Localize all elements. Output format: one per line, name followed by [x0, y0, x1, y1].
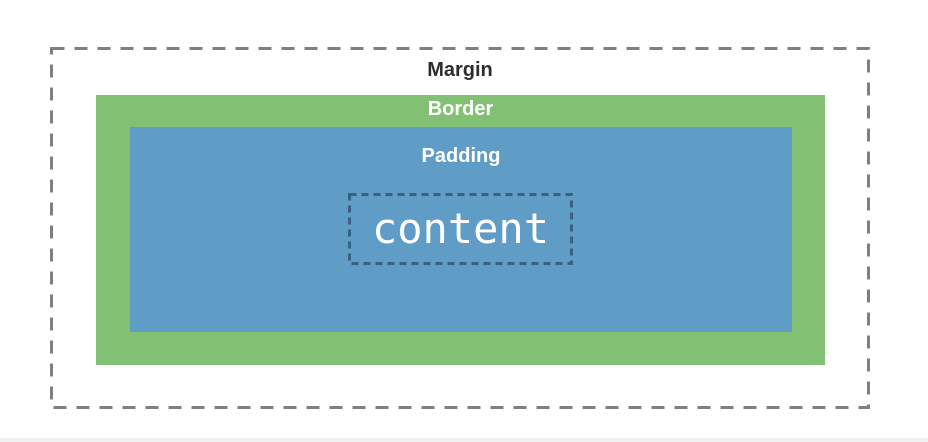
bottom-edge-strip	[0, 438, 928, 442]
margin-box-outline	[50, 47, 870, 409]
content-label: content	[371, 204, 549, 253]
padding-box: Padding content	[130, 127, 792, 332]
content-box: content	[348, 193, 573, 265]
border-box: Border Padding content	[96, 95, 825, 365]
padding-label: Padding	[421, 145, 501, 167]
margin-label: Margin	[427, 59, 493, 81]
border-label: Border	[427, 98, 494, 120]
content-box-outline	[348, 193, 573, 265]
